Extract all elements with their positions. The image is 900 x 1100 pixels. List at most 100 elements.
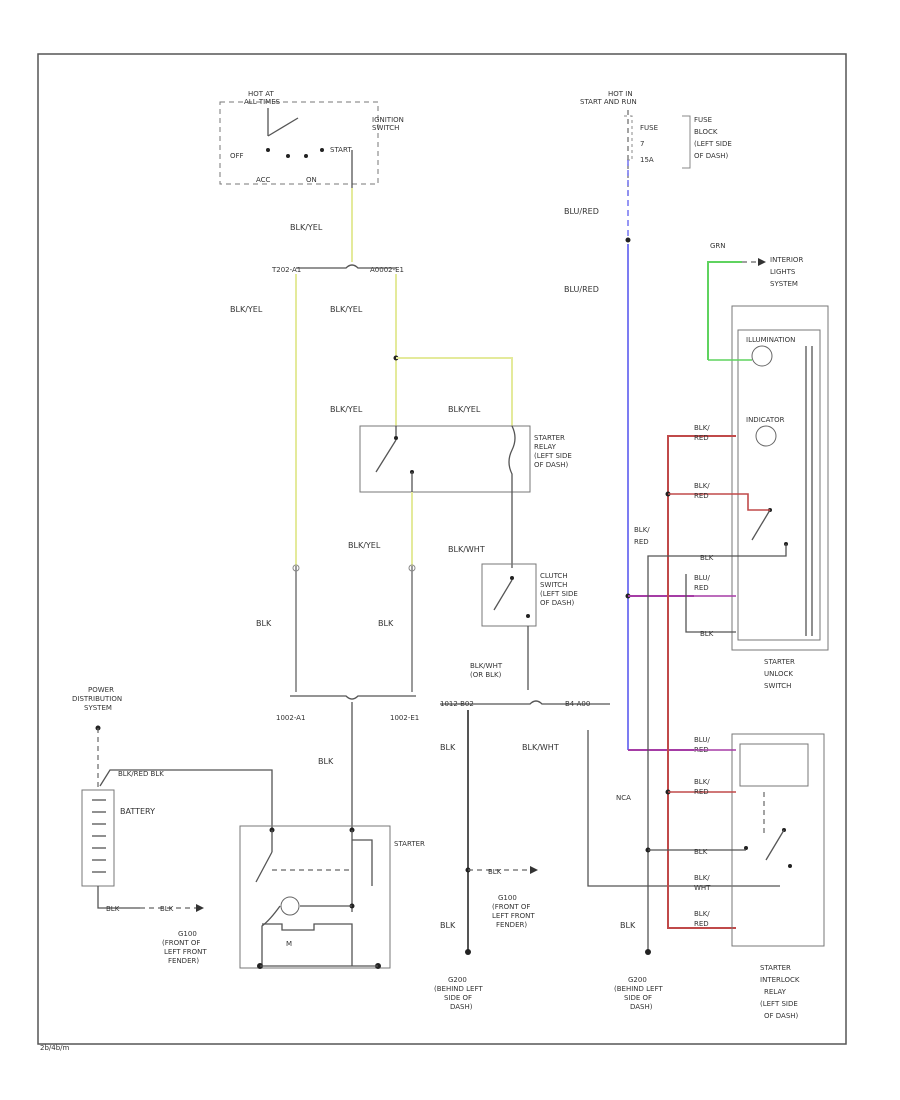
connector-top-left: T202-A1 [271, 266, 301, 274]
starter-relay: STARTER RELAY (LEFT SIDE OF DASH) [359, 425, 572, 493]
g200-right-4: DASH) [630, 1003, 653, 1011]
interlock-blured-a: BLU/ [694, 736, 710, 744]
clutch-switch: CLUTCH SWITCH (LEFT SIDE OF DASH) [481, 563, 578, 627]
wire-blk-2: BLK [378, 619, 394, 628]
wire-blkyel-3: BLK/YEL [330, 305, 363, 314]
power-dist-1: POWER [88, 686, 114, 694]
wire-blk-6: BLK [620, 921, 636, 930]
interlock-5: OF DASH) [764, 1012, 799, 1020]
starter-label: STARTER [394, 840, 425, 848]
fuse-amp: 15A [640, 156, 654, 164]
fuse-number: 7 [640, 140, 644, 148]
g100-left-wire-a: BLK [106, 905, 120, 913]
unlock-switch-2: UNLOCK [764, 670, 793, 678]
g200-right-1: G200 [628, 976, 647, 984]
ign-on: ON [306, 176, 317, 184]
g200-right-3: SIDE OF [624, 994, 652, 1002]
unlock-blkred-3a: BLK/ [634, 526, 650, 534]
interlock-blkred-2b: RED [694, 920, 709, 928]
interlock-2: INTERLOCK [760, 976, 800, 984]
interlock-blkwht-b: WHT [694, 884, 711, 892]
starter-motor: STARTER M [239, 825, 425, 969]
g100-left-3: LEFT FRONT [164, 948, 207, 956]
starter-relay-4: OF DASH) [534, 461, 569, 469]
wire-blkyel-2: BLK/YEL [230, 305, 263, 314]
wire-blkyel-5: BLK/YEL [448, 405, 481, 414]
wire-blk-4: BLK [440, 743, 456, 752]
hot-at-all-times-1: HOT AT [248, 90, 275, 98]
ign-acc: ACC [256, 176, 271, 184]
wire-grn: GRN [710, 242, 726, 250]
wire-blk-5: BLK [440, 921, 456, 930]
g100-right-wire: BLK [488, 868, 502, 876]
clutch-switch-1: CLUTCH [540, 572, 568, 580]
g200-right-2: (BEHIND LEFT [614, 985, 663, 993]
g100-left-1: G100 [178, 930, 197, 938]
wire-blkwht-1: BLK/WHT [448, 545, 485, 554]
clutch-switch-2: SWITCH [540, 581, 567, 589]
g200-mid-2: (BEHIND LEFT [434, 985, 483, 993]
wire-blured-2: BLU/RED [564, 285, 599, 294]
unlock-blkred-2b: RED [694, 492, 709, 500]
unlock-blured-a: BLU/ [694, 574, 710, 582]
conn-a1: 1002-A1 [276, 714, 305, 722]
interlock-blkred-1b: RED [694, 788, 709, 796]
starter-unlock-switch: ILLUMINATION INDICATOR STARTER UNLOCK SW… [708, 305, 829, 690]
interlock-blkred-2a: BLK/ [694, 910, 710, 918]
unlock-blkred-3b: RED [634, 538, 649, 546]
motor-symbol: M [286, 940, 292, 948]
ignition-switch-label-1: IGNITION [372, 116, 404, 124]
wire-big-blk: BLK/RED BLK [118, 770, 164, 778]
g100-left-2: (FRONT OF [162, 939, 200, 947]
hot-at-all-times-2: ALL TIMES [244, 98, 281, 106]
battery-label: BATTERY [120, 807, 155, 816]
hot-in-start-2: START AND RUN [580, 98, 637, 106]
wire-blkyel-6: BLK/YEL [348, 541, 381, 550]
unlock-blkred-2a: BLK/ [694, 482, 710, 490]
g100-right-3: LEFT FRONT [492, 912, 535, 920]
interior-lights-3: SYSTEM [770, 280, 798, 288]
ign-start: START [330, 146, 352, 154]
illumination-label: ILLUMINATION [746, 336, 795, 344]
conn-c1: 1012-B02 [440, 700, 474, 708]
ign-off: OFF [230, 152, 244, 160]
fuse-block-1: FUSE [694, 116, 712, 124]
fuse-block-4: OF DASH) [694, 152, 729, 160]
indicator-label: INDICATOR [746, 416, 785, 424]
starter-relay-1: STARTER [534, 434, 565, 442]
g100-left-4: FENDER) [168, 957, 199, 965]
interlock-blkwht-a: BLK/ [694, 874, 710, 882]
diagram-id: 2b/4b/m [40, 1044, 70, 1052]
g200-mid-4: DASH) [450, 1003, 473, 1011]
conn-c2: B4-A00 [565, 700, 590, 708]
starter-relay-2: RELAY [534, 443, 557, 451]
unlock-blured-b: RED [694, 584, 709, 592]
unlock-blkred-1a: BLK/ [694, 424, 710, 432]
fuse-block-2: BLOCK [694, 128, 718, 136]
wire-blk-1: BLK [256, 619, 272, 628]
starter-relay-3: (LEFT SIDE [534, 452, 572, 460]
fuse-block-3: (LEFT SIDE [694, 140, 732, 148]
interior-lights-1: INTERIOR [770, 256, 803, 264]
unlock-blkred-1b: RED [694, 434, 709, 442]
g100-right-1: G100 [498, 894, 517, 902]
unlock-switch-3: SWITCH [764, 682, 791, 690]
clutch-switch-4: OF DASH) [540, 599, 575, 607]
g100-right-4: FENDER) [496, 921, 527, 929]
hot-in-start-1: HOT IN [608, 90, 633, 98]
interlock-blkred-1a: BLK/ [694, 778, 710, 786]
ignition-switch: HOT AT ALL TIMES IGNITION SWITCH OFF STA… [219, 90, 404, 188]
interlock-4: (LEFT SIDE [760, 1000, 798, 1008]
wire-blk-3: BLK [318, 757, 334, 766]
unlock-blk-1: BLK [700, 554, 714, 562]
interlock-blk: BLK [694, 848, 708, 856]
power-dist-3: SYSTEM [84, 704, 112, 712]
interlock-3: RELAY [764, 988, 787, 996]
connector-top-right: A0002-E1 [370, 266, 404, 274]
wire-blured-1: BLU/RED [564, 207, 599, 216]
diagram-frame [37, 53, 847, 1045]
g100-right-2: (FRONT OF [492, 903, 530, 911]
wire-blkyel-4: BLK/YEL [330, 405, 363, 414]
